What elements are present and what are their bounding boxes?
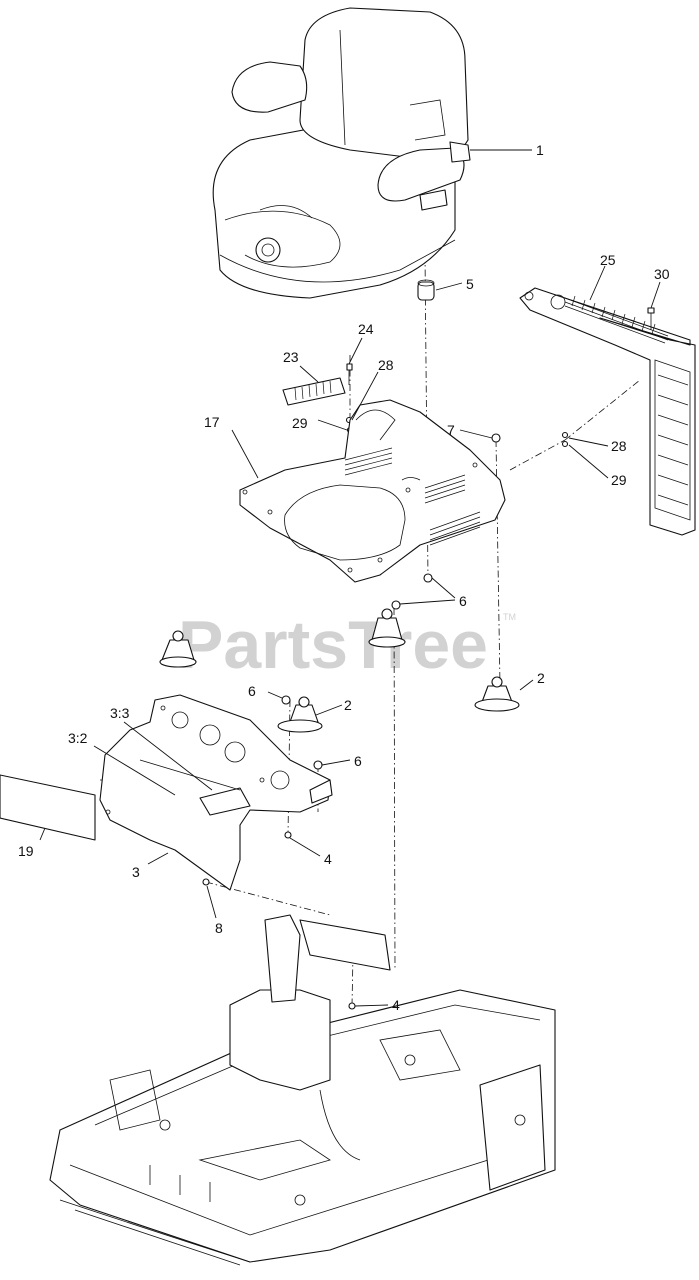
callout-5: 5	[466, 276, 474, 292]
watermark-trademark: TM	[503, 612, 516, 622]
callout-29-right: 29	[611, 472, 627, 488]
spacer-5	[417, 279, 435, 301]
callout-1: 1	[536, 142, 544, 158]
callout-2-right: 2	[537, 670, 545, 686]
callout-3-3: 3:3	[110, 705, 130, 721]
chassis-frame	[49, 914, 556, 1266]
plate-23	[282, 377, 346, 406]
callout-6-middle: 6	[248, 683, 256, 699]
seat	[212, 7, 471, 299]
callout-17: 17	[204, 414, 220, 430]
callout-labels: 1 2 2 3 3:2 3:3 4 4 5 6 6 6 7 8 17 19 23…	[18, 142, 670, 1013]
callout-8: 8	[215, 920, 223, 936]
callout-2-left: 2	[344, 697, 352, 713]
isolator-mount-center	[368, 608, 406, 648]
side-plate-25	[519, 287, 696, 536]
isolator-mount-right-2	[474, 676, 520, 712]
callout-3: 3	[132, 864, 140, 880]
platform-17	[239, 399, 506, 583]
callout-30: 30	[654, 266, 670, 282]
callout-23: 23	[283, 349, 299, 365]
callout-28-right: 28	[611, 438, 627, 454]
bracket-plate-3	[99, 694, 333, 891]
callout-24: 24	[358, 321, 374, 337]
callout-4-lower: 4	[392, 997, 400, 1013]
partstree-watermark: PartsTree TM	[178, 607, 516, 683]
leader-lines	[39, 149, 661, 1007]
nuts-6	[281, 573, 433, 770]
callout-29-left: 29	[292, 415, 308, 431]
decal-19	[0, 774, 96, 841]
isolator-mount-left	[159, 630, 197, 668]
isolator-mount-left-2	[277, 696, 323, 733]
callout-3-2: 3:2	[68, 730, 88, 746]
callout-6-top: 6	[459, 593, 467, 609]
callout-6-lower: 6	[354, 753, 362, 769]
callout-28-left: 28	[378, 357, 394, 373]
watermark-text: PartsTree	[178, 607, 488, 683]
callout-25: 25	[600, 252, 616, 268]
callout-4-upper: 4	[324, 851, 332, 867]
callout-7: 7	[447, 422, 455, 438]
callout-19: 19	[18, 843, 34, 859]
